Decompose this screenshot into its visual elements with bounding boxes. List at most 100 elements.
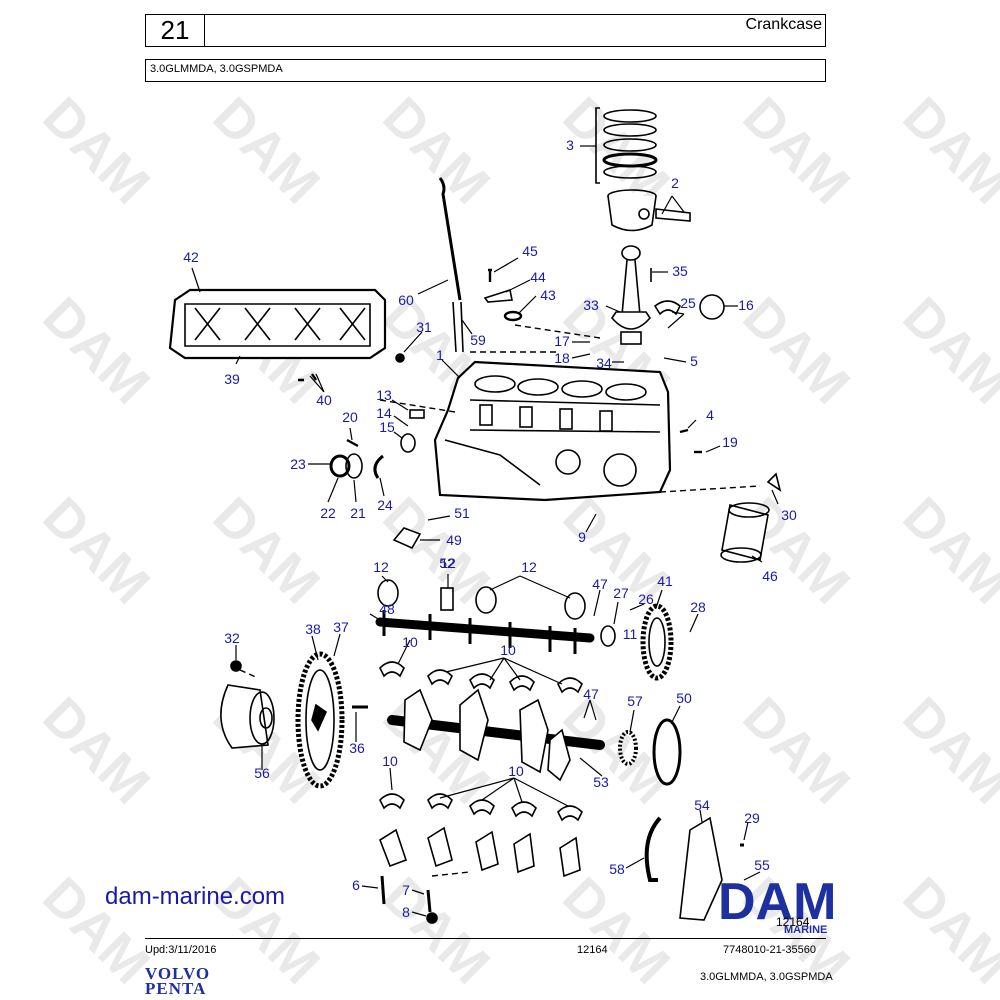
callout-12: 12 — [521, 559, 537, 575]
plug-15 — [400, 433, 416, 453]
camshaft-gear — [640, 603, 674, 681]
callout-21: 21 — [350, 505, 366, 521]
plug-13 — [409, 409, 425, 419]
callout-54: 54 — [694, 797, 710, 813]
sender-49 — [392, 527, 422, 550]
timing-cover — [679, 816, 723, 921]
callout-50: 50 — [676, 690, 692, 706]
website-text: dam-marine.com — [105, 883, 286, 910]
callout-46: 46 — [762, 568, 778, 584]
callout-3: 3 — [566, 137, 574, 153]
volvo-logo-line2: PENTA — [145, 979, 207, 998]
callout-37: 37 — [333, 619, 349, 635]
section-number: 21 — [146, 15, 205, 46]
volvo-logo-line1: VOLVO — [145, 964, 211, 983]
assembly-guide-lines — [239, 324, 761, 877]
parts-layer — [168, 107, 782, 924]
watermark: DAM — [892, 86, 1000, 215]
callout-43: 43 — [540, 287, 556, 303]
callout-12: 12 — [440, 555, 456, 571]
callout-19: 19 — [722, 434, 738, 450]
models-header: 3.0GLMMDA, 3.0GSPMDA — [145, 59, 826, 82]
logo-text: DAM — [718, 874, 836, 931]
callout-11: 11 — [623, 626, 638, 642]
main-bearing-shells-upper — [379, 661, 583, 694]
callout-58: 58 — [609, 861, 625, 877]
watermark: DAM — [32, 486, 161, 615]
plug-8 — [426, 912, 438, 924]
watermark: DAM — [32, 686, 161, 815]
plug-31 — [395, 353, 405, 363]
crankshaft — [387, 688, 605, 782]
seal-21 — [345, 453, 363, 479]
callout-20: 20 — [342, 409, 358, 425]
update-date: Upd:3/11/2016 — [145, 944, 217, 956]
callout-36: 36 — [349, 740, 365, 756]
watermark: DAM — [202, 86, 331, 215]
seal-23 — [329, 454, 351, 478]
callout-32: 32 — [224, 630, 240, 646]
callout-2: 2 — [671, 175, 679, 191]
dam-marine-logo: DAM MARINE — [718, 874, 836, 934]
watermark: DAM — [32, 86, 161, 215]
figure-number: 12164 — [776, 915, 810, 929]
models-label: 3.0GLMMDA, 3.0GSPMDA — [150, 63, 283, 75]
flywheel — [295, 651, 345, 789]
footer-rule — [145, 938, 826, 939]
callout-41: 41 — [657, 573, 673, 589]
oil-filter — [720, 502, 770, 563]
callout-27: 27 — [613, 585, 629, 601]
leader-lines — [191, 145, 779, 917]
watermark: DAM — [892, 286, 1000, 415]
callout-45: 45 — [522, 243, 538, 259]
crankshaft-gear — [618, 730, 638, 766]
callout-10: 10 — [500, 642, 516, 658]
watermark: DAM — [32, 286, 161, 415]
watermark: DAM — [892, 866, 1000, 995]
cam-bearing — [475, 586, 497, 614]
callout-26: 26 — [638, 591, 654, 607]
part-number: 7748010-21-35560 — [723, 944, 816, 956]
watermark: DAM — [202, 486, 331, 615]
bracket-44 — [483, 288, 513, 303]
gasket-58 — [644, 816, 662, 882]
callout-1: 1 — [436, 347, 444, 363]
page-reference: 12164 — [577, 944, 608, 956]
engine-block — [433, 360, 672, 502]
main-bearing-shells-lower — [379, 793, 583, 822]
callout-12: 12 — [373, 559, 389, 575]
callout-35: 35 — [672, 263, 688, 279]
callout-40: 40 — [316, 392, 332, 408]
section-header: 21 Crankcase — [145, 14, 826, 47]
plug-4 — [679, 428, 689, 434]
piston-rings — [595, 107, 658, 184]
volvo-penta-logo: VOLVO PENTA — [145, 964, 211, 998]
main-bearing-caps — [379, 826, 581, 878]
callout-53: 53 — [593, 774, 609, 790]
callout-10: 10 — [382, 753, 398, 769]
callout-9: 9 — [578, 529, 586, 545]
bolt-6 — [380, 875, 386, 905]
cam-bearing-rear — [564, 592, 586, 620]
callout-18: 18 — [554, 350, 570, 366]
callout-15: 15 — [379, 419, 395, 435]
retainer-24 — [373, 454, 384, 479]
thrust-plate — [600, 625, 616, 647]
callout-38: 38 — [305, 621, 321, 637]
callout-51: 51 — [454, 505, 470, 521]
dipstick-tube — [452, 301, 464, 353]
callout-57: 57 — [627, 693, 643, 709]
callout-48: 48 — [379, 601, 395, 617]
watermark: DAM — [892, 486, 1000, 615]
callout-52: 52 — [439, 555, 455, 571]
pulley — [652, 718, 682, 786]
rod-cap — [699, 294, 725, 320]
valve-cover — [168, 288, 387, 360]
callout-8: 8 — [402, 904, 410, 920]
callout-44: 44 — [530, 269, 546, 285]
callout-56: 56 — [254, 765, 270, 781]
bolt-7 — [426, 889, 432, 913]
watermark: DAM — [892, 686, 1000, 815]
dipstick — [438, 177, 462, 301]
